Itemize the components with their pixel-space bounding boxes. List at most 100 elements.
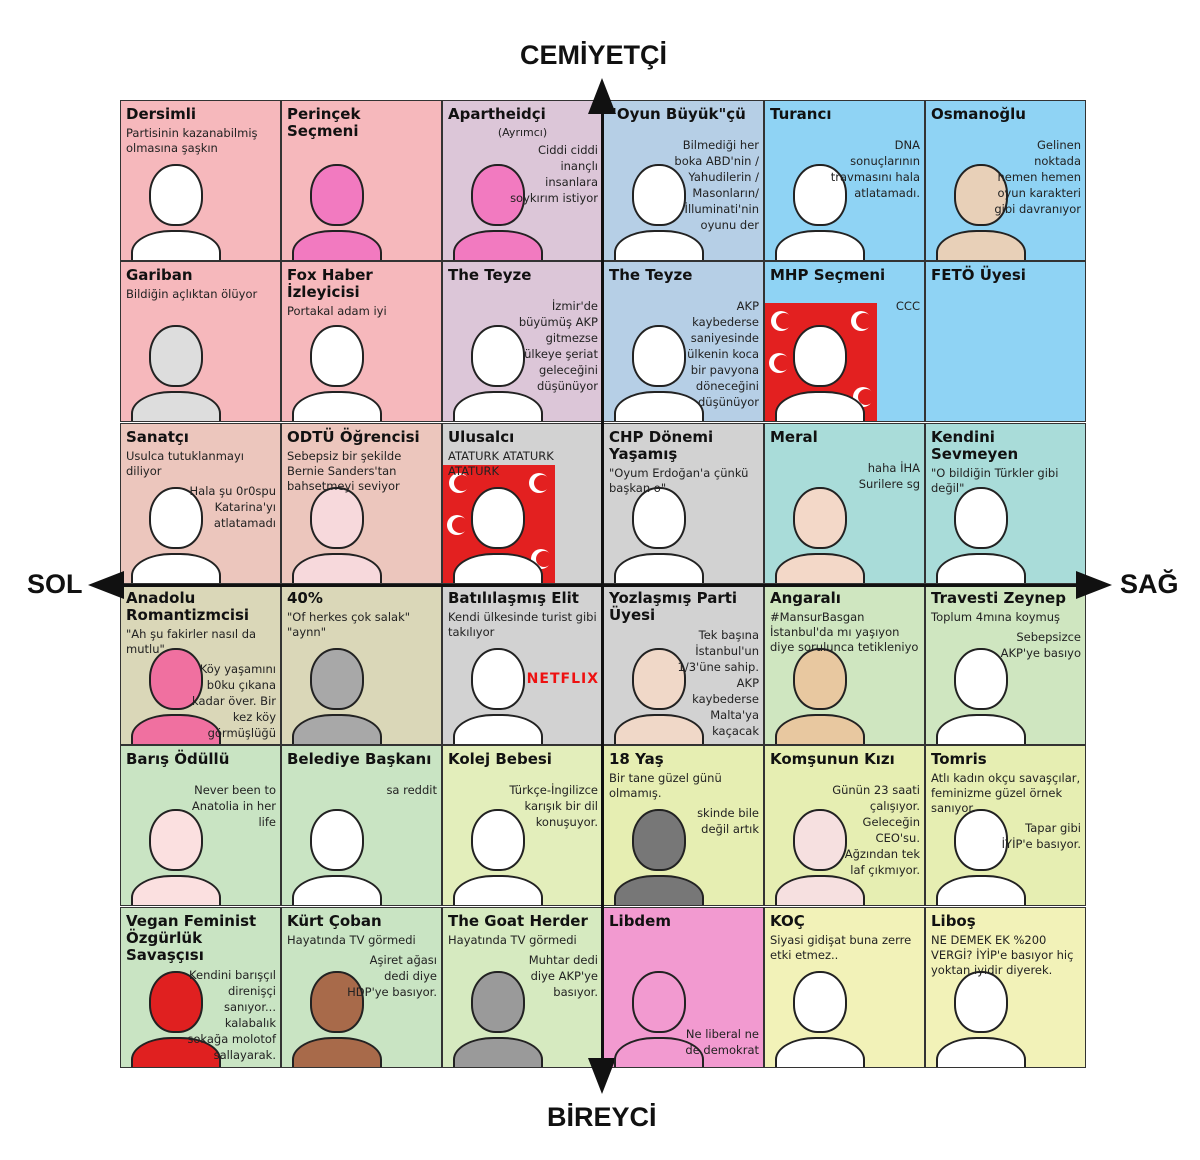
axis-label-left: SOL xyxy=(27,569,83,599)
wojak-figure-icon xyxy=(775,321,865,422)
cell-description: "O bildiğin Türkler gibi değil" xyxy=(931,465,1059,495)
cell-caption: AKP kaybederse saniyesinde ülkenin koca … xyxy=(687,299,759,410)
cell-title: Turancı xyxy=(770,105,832,123)
cell-title: Batılılaşmış Elit xyxy=(448,588,579,607)
wojak-figure-icon xyxy=(292,805,382,906)
wojak-figure-icon xyxy=(292,967,382,1067)
wojak-figure-icon xyxy=(614,160,704,260)
wojak-figure-icon xyxy=(775,644,865,744)
cell-title: Libdem xyxy=(609,911,671,930)
cell-caption: CCC xyxy=(895,299,920,314)
wojak-figure-icon xyxy=(614,805,704,906)
cell-caption: haha İHA Surilere sg xyxy=(858,460,920,491)
wojak-figure-icon xyxy=(292,644,382,744)
wojak-figure-icon xyxy=(775,805,865,906)
wojak-figure-icon xyxy=(936,805,1026,906)
cell-title: Angaralı xyxy=(770,588,841,607)
crescent-icon xyxy=(449,472,470,493)
cell-title: MHP Seçmeni xyxy=(770,266,886,285)
netflix-logo: NETFLIX xyxy=(526,670,599,687)
cell-caption: Aşiret ağası dedi diye HDP'ye basıyor. xyxy=(347,952,437,999)
compass-cell: CHP Dönemi Yaşamış"Oyum Erdoğan'a çünkü … xyxy=(603,422,764,584)
cell-description: Atlı kadın okçu savaşçılar, feminizme gü… xyxy=(931,771,1081,816)
wojak-figure-icon xyxy=(936,160,1026,260)
cell-caption: Kendini barışçıl direnişçi sanıyor... ka… xyxy=(187,967,276,1062)
wojak-figure-icon xyxy=(775,483,865,583)
crescent-icon xyxy=(769,353,790,374)
cell-title: Anadolu Romantizmcisi xyxy=(126,588,250,624)
cell-description: Hayatında TV görmedi xyxy=(448,932,577,947)
cell-caption: Muhtar dedi diye AKP'ye basıyor. xyxy=(528,952,598,999)
cell-title: Perinçek Seçmeni xyxy=(287,105,361,140)
cell-title: Kürt Çoban xyxy=(287,911,382,930)
cell-title: The Goat Herder xyxy=(448,911,588,930)
cell-description: Bildiğin açlıktan ölüyor xyxy=(126,287,258,302)
crescent-icon xyxy=(447,514,468,535)
wojak-figure-icon xyxy=(614,321,704,422)
cell-caption: Ciddi ciddi inançlı insanlara soykırım i… xyxy=(510,143,598,205)
cell-title: The Teyze xyxy=(609,266,693,285)
cell-description: Sebepsiz bir şekilde Bernie Sanders'tan … xyxy=(287,448,402,493)
cell-title: Meral xyxy=(770,427,818,446)
wojak-figure-icon xyxy=(131,805,221,906)
cell-title: Barış Ödüllü xyxy=(126,750,230,769)
cell-description: Portakal adam iyi xyxy=(287,304,387,319)
axis-label-bottom: BİREYCİ xyxy=(547,1102,657,1132)
wojak-figure-icon xyxy=(453,644,543,744)
cell-caption: Türkçe-İngilizce karışık bir dil konuşuy… xyxy=(509,783,598,830)
cell-caption: Günün 23 saati çalışıyor. Geleceğin CEO'… xyxy=(832,783,920,878)
wojak-figure-icon xyxy=(453,160,543,260)
cell-description: "Of herkes çok salak" "aynn" xyxy=(287,609,411,639)
cell-caption: sa reddit xyxy=(386,783,437,798)
cell-title: Komşunun Kızı xyxy=(770,750,895,769)
cell-caption: Hala şu 0r0spu Katarina'yı atlatamadı xyxy=(189,483,276,530)
cell-title: KOÇ xyxy=(770,911,805,930)
wojak-figure-icon xyxy=(453,321,543,422)
cell-title: "Oyun Büyük"çü xyxy=(609,105,746,123)
cell-caption: Bilmediği her boka ABD'nin / Yahudilerin… xyxy=(674,138,759,232)
cell-title: The Teyze xyxy=(448,266,532,285)
crescent-icon xyxy=(853,387,874,408)
cell-description: Siyasi gidişat buna zerre etki etmez.. xyxy=(770,932,912,962)
vertical-axis-line xyxy=(601,96,604,1062)
cell-title: 18 Yaş xyxy=(609,750,664,769)
wojak-figure-icon xyxy=(292,483,382,583)
cell-caption: Tek başına İstanbul'un 1/3'üne sahip. AK… xyxy=(677,627,759,738)
cell-description: "Oyum Erdoğan'a çünkü başkan o" xyxy=(609,465,749,495)
wojak-figure-icon xyxy=(131,644,221,744)
crescent-icon xyxy=(851,311,872,332)
axis-label-top: CEMİYETÇİ xyxy=(520,40,668,70)
cell-title: Belediye Başkanı xyxy=(287,750,432,769)
cell-description: Toplum 4mına koymuş xyxy=(931,609,1061,624)
wojak-figure-icon xyxy=(614,967,704,1067)
cell-title: 40% xyxy=(287,588,323,607)
wojak-figure-icon xyxy=(131,483,221,583)
cell-caption: Never been to Anatolia in her life xyxy=(191,783,276,830)
wojak-figure-icon xyxy=(131,160,221,260)
compass-cell: Perinçek Seçmeni xyxy=(281,100,442,261)
arrow-right-icon xyxy=(1076,571,1112,599)
arrow-left-icon xyxy=(88,571,124,599)
cell-description: NE DEMEK EK %200 VERGİ? İYİP'e basıyor h… xyxy=(931,932,1074,977)
wojak-figure-icon xyxy=(292,160,382,260)
wojak-figure-icon xyxy=(614,644,704,744)
compass-cell: Kendini Sevmeyen"O bildiğin Türkler gibi… xyxy=(925,422,1086,584)
wojak-figure-icon xyxy=(775,967,865,1067)
cell-description: "Ah şu fakirler nasıl da mutlu" xyxy=(126,626,257,656)
cell-title: ODTÜ Öğrencisi xyxy=(287,427,420,446)
cell-title: FETÖ Üyesi xyxy=(931,266,1026,285)
axis-label-right: SAĞ xyxy=(1120,569,1179,599)
cell-description: Bir tane güzel günü olmamış. xyxy=(609,771,722,801)
cell-title: Gariban xyxy=(126,266,193,285)
